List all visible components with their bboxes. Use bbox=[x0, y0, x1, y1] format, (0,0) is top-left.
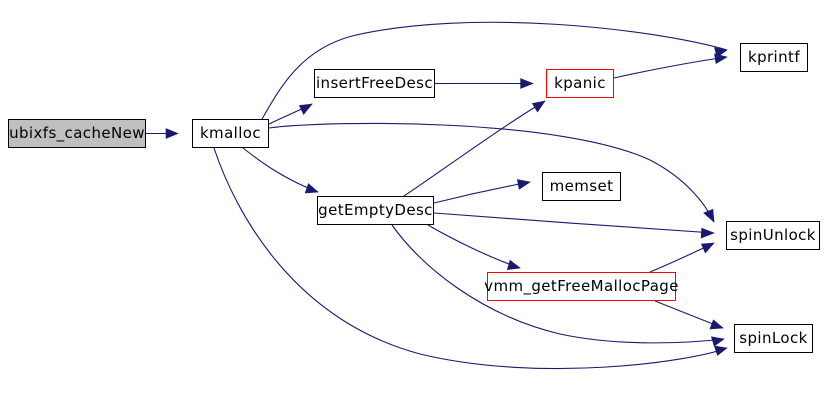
node-label: vmm_getFreeMallocPage bbox=[484, 276, 679, 295]
node-ubixfs_cacheNew[interactable]: ubixfs_cacheNew bbox=[8, 119, 146, 148]
edge-getEmptyDesc-to-spinUnlock bbox=[433, 212, 715, 239]
node-kmalloc[interactable]: kmalloc bbox=[192, 119, 269, 148]
edge-kpanic-to-kprintf bbox=[613, 53, 728, 79]
node-label: spinUnlock bbox=[730, 225, 816, 244]
node-spinUnlock[interactable]: spinUnlock bbox=[726, 221, 820, 250]
node-getEmptyDesc[interactable]: getEmptyDesc bbox=[317, 196, 434, 225]
edge-getEmptyDesc-to-memset bbox=[433, 179, 531, 204]
edge-ubixfs_cacheNew-to-kmalloc bbox=[146, 128, 179, 139]
edge-kmalloc-to-spinUnlock bbox=[268, 122, 715, 223]
node-insertFreeDesc[interactable]: insertFreeDesc bbox=[314, 69, 435, 98]
node-vmm_getFreeMallocPage[interactable]: vmm_getFreeMallocPage bbox=[484, 272, 679, 301]
edge-insertFreeDesc-to-kpanic bbox=[435, 78, 534, 89]
edge-getEmptyDesc-to-vmm_getFreeMallocPage bbox=[427, 224, 521, 270]
edge-vmm_getFreeMallocPage-to-spinLock bbox=[654, 300, 724, 330]
node-label: kpanic bbox=[554, 73, 606, 92]
node-label: getEmptyDesc bbox=[318, 200, 433, 219]
edge-getEmptyDesc-to-kpanic bbox=[403, 100, 546, 197]
edge-vmm_getFreeMallocPage-to-spinUnlock bbox=[649, 242, 715, 273]
node-label: memset bbox=[549, 176, 614, 195]
edge-kmalloc-to-spinLock bbox=[213, 147, 728, 370]
node-label: insertFreeDesc bbox=[315, 73, 434, 92]
node-spinLock[interactable]: spinLock bbox=[734, 324, 813, 353]
node-label: ubixfs_cacheNew bbox=[9, 123, 145, 142]
node-label: kmalloc bbox=[199, 123, 262, 142]
node-label: spinLock bbox=[739, 328, 808, 347]
node-kpanic[interactable]: kpanic bbox=[546, 69, 614, 98]
node-label: kprintf bbox=[747, 47, 800, 66]
node-memset[interactable]: memset bbox=[542, 172, 621, 201]
edge-getEmptyDesc-to-spinLock bbox=[391, 224, 725, 347]
node-kprintf[interactable]: kprintf bbox=[740, 43, 808, 72]
edge-kmalloc-to-getEmptyDesc bbox=[242, 147, 319, 194]
edge-kmalloc-to-insertFreeDesc bbox=[268, 103, 313, 125]
